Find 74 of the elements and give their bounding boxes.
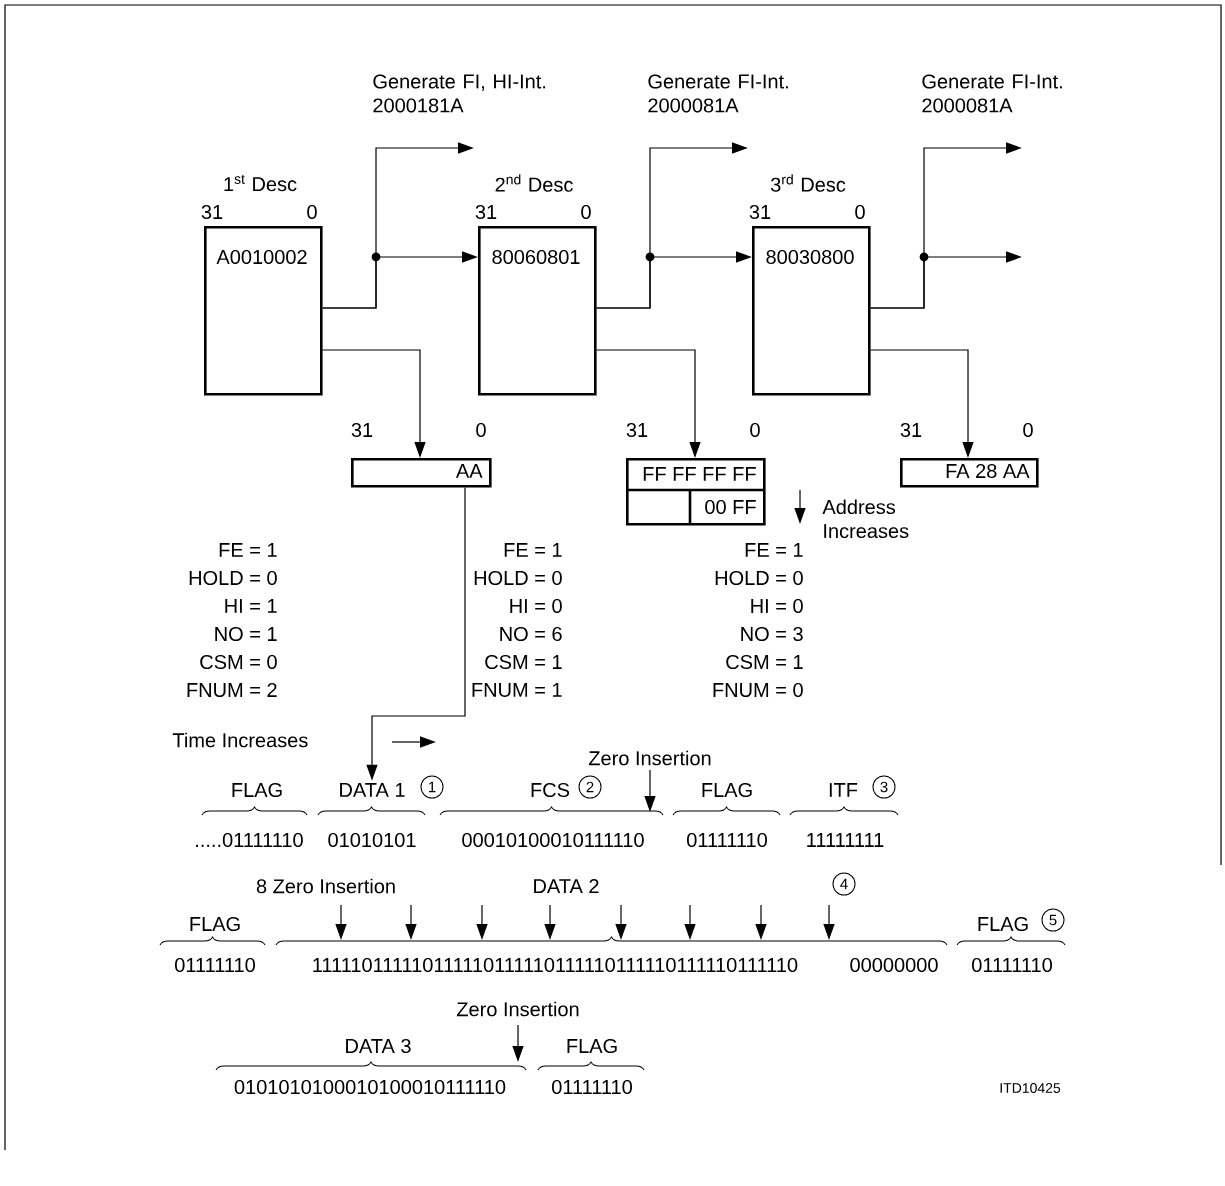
bit-number: 0 [307, 204, 317, 220]
edge-label: Generate FI, HI-Int. 2000181A [373, 74, 546, 113]
bit-string: .....01111110 [196, 832, 303, 848]
bit-string: 01111110 [552, 1079, 632, 1095]
register-value: HOLD = 0 [189, 570, 277, 586]
note-text: Zero Insertion [588, 750, 711, 766]
note-text: Time Increases [172, 732, 308, 748]
edge-label: Generate FI-Int. 2000081A [922, 74, 1062, 113]
register-value: FNUM = 2 [187, 682, 277, 698]
field-name: FLAG [190, 916, 240, 932]
descriptor-box: 80030800 [752, 226, 871, 396]
note-text: Address Increases [822, 499, 909, 539]
register-value: FE = 1 [745, 543, 803, 557]
register-value: FE = 1 [219, 543, 277, 557]
register-value: CSM = 0 [200, 654, 277, 670]
field-name: FLAG [702, 782, 752, 798]
circled-number: 4 [832, 872, 856, 896]
field-name: DATA 1 [340, 783, 405, 797]
field-name: DATA 2 [534, 879, 599, 893]
register-value: HI = 0 [751, 598, 803, 614]
register-value: CSM = 1 [485, 654, 562, 670]
bit-string: 01111110 [972, 957, 1052, 973]
circled-number: 1 [420, 775, 444, 799]
field-name: FLAG [978, 916, 1028, 932]
register-value: NO = 1 [215, 626, 277, 642]
bit-string: 11111111 [807, 833, 884, 847]
bit-number: 0 [581, 204, 591, 220]
note-text: Zero Insertion [456, 1001, 579, 1017]
register-value: HI = 1 [225, 599, 277, 613]
bit-string: 01111110 [175, 957, 255, 973]
buffer-table: FF FF FF FF 00 FF [626, 458, 766, 526]
note-text: 8 Zero Insertion [256, 878, 395, 894]
bit-number: 31 [351, 422, 373, 438]
bit-number: 0 [855, 204, 865, 220]
field-name: FCS [531, 782, 570, 798]
bit-number: 31 [201, 204, 223, 220]
bit-number: 31 [749, 204, 771, 220]
circled-number: 3 [872, 775, 896, 799]
register-value: FE = 1 [504, 543, 562, 557]
descriptor-box: 80060801 [478, 226, 597, 396]
bit-string: 00000000 [850, 957, 938, 973]
register-value: FNUM = 0 [713, 682, 803, 698]
bit-number: 0 [1023, 422, 1033, 438]
box-title: 1$^{st}$ Desc [224, 174, 297, 192]
bit-string: 00010100010111110 [462, 832, 644, 848]
register-value: CSM = 1 [726, 654, 803, 670]
bit-number: 0 [476, 422, 486, 438]
register-value: HOLD = 0 [715, 570, 803, 586]
bit-string: 111110111110111110111110111110111110111110111110 [313, 957, 798, 973]
register-value: HOLD = 0 [474, 570, 562, 586]
register-value: NO = 6 [500, 626, 562, 642]
box-title: 2$^{nd}$ Desc [495, 174, 573, 192]
buffer-box: AA [351, 458, 492, 488]
bit-string: 01010101 [328, 832, 416, 848]
bit-number: 31 [475, 204, 497, 220]
bit-string: 01111110 [687, 832, 767, 848]
field-name: DATA 3 [346, 1038, 411, 1054]
register-value: NO = 3 [741, 626, 803, 642]
register-value: HI = 0 [510, 598, 562, 614]
register-value: FNUM = 1 [472, 683, 562, 697]
bit-number: 31 [626, 422, 648, 438]
figure-id: ITD10425 [1000, 1083, 1061, 1093]
bit-number: 31 [900, 422, 922, 438]
bit-string: 0101010100010100010111110 [234, 1079, 506, 1095]
bit-number: 0 [750, 422, 760, 438]
field-name: ITF [829, 783, 858, 797]
box-title: 3$^{rd}$ Desc [770, 174, 846, 192]
circled-number: 5 [1041, 908, 1065, 932]
circled-number: 2 [578, 775, 602, 799]
field-name: FLAG [567, 1038, 617, 1054]
field-name: FLAG [232, 782, 282, 798]
buffer-box: FA 28 AA [900, 458, 1039, 488]
descriptor-box: A0010002 [204, 226, 323, 396]
edge-label: Generate FI-Int. 2000081A [648, 74, 788, 113]
